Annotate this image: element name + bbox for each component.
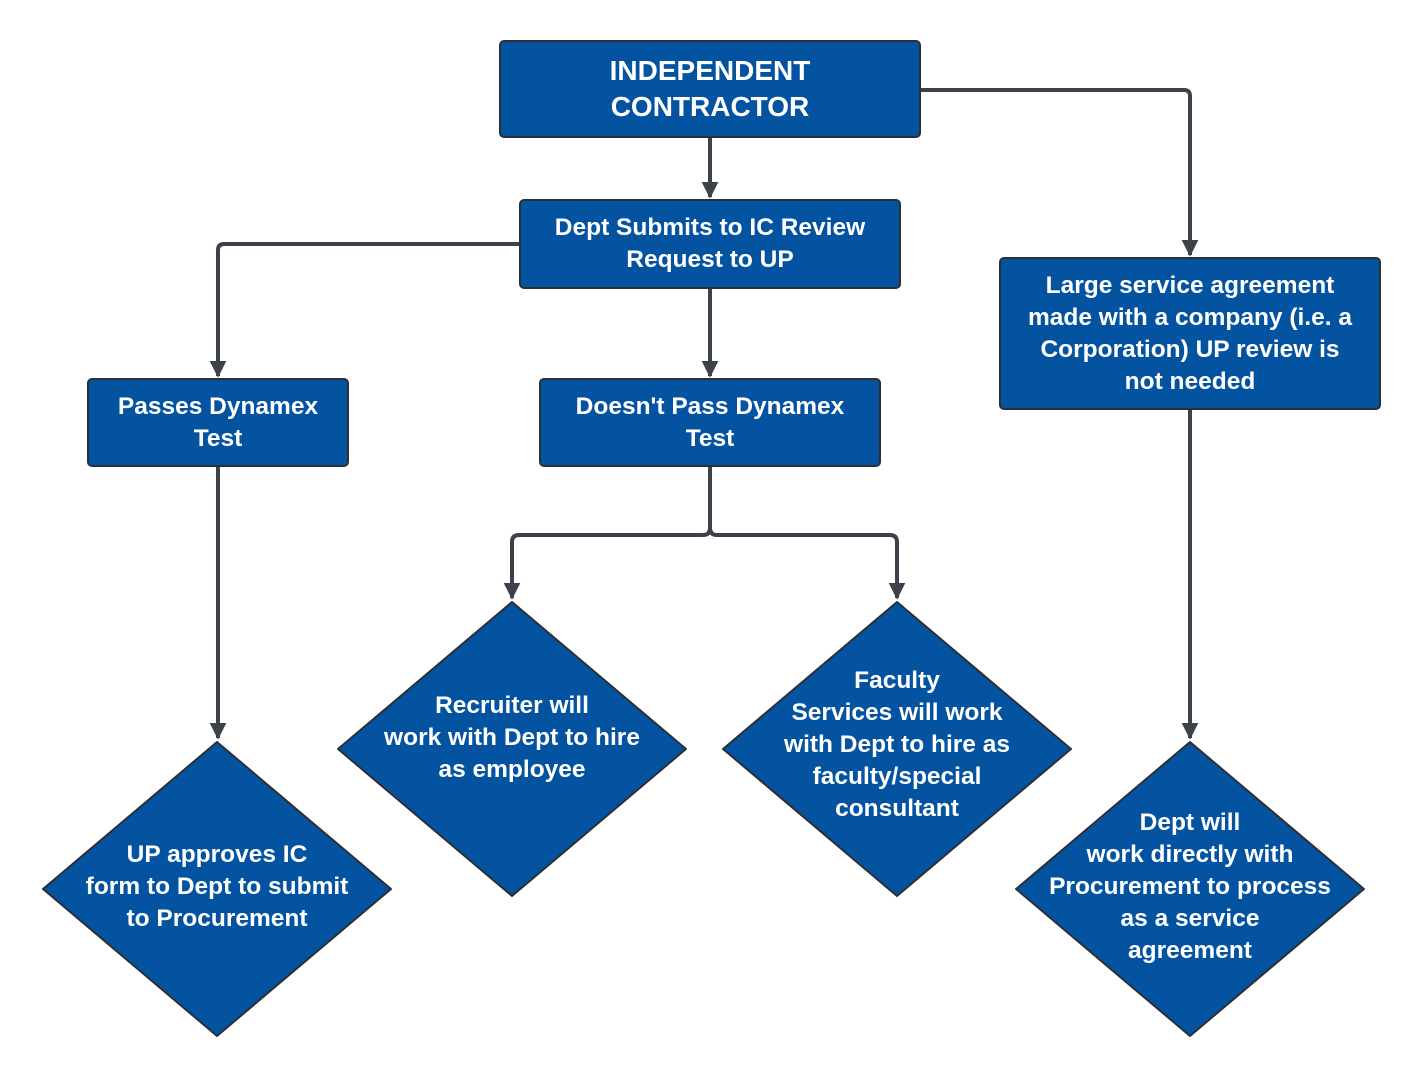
node-dept-submits-label: Dept Submits to IC Review Request to UP	[554, 214, 866, 273]
node-passes-dynamex-label: Passes Dynamex Test	[117, 392, 319, 452]
node-independent-contractor: INDEPENDENT CONTRACTOR	[499, 40, 921, 138]
node-dept-will: Dept will work directly with Procurement…	[1014, 740, 1366, 1038]
diamond-shape	[1015, 741, 1365, 1037]
node-faculty-services: Faculty Services will work with Dept to …	[721, 600, 1073, 898]
node-dept-will-label: Dept will work directly with Procurement…	[1049, 808, 1331, 964]
connector-root-to-large-service	[921, 88, 1199, 257]
node-dept-submits: Dept Submits to IC Review Request to UP	[519, 199, 901, 289]
node-up-approves: UP approves IC form to Dept to submit to…	[41, 740, 393, 1038]
node-independent-contractor-label: INDEPENDENT CONTRACTOR	[609, 55, 811, 122]
node-up-approves-label: UP approves IC form to Dept to submit to…	[85, 840, 349, 932]
node-recruiter-label: Recruiter will work with Dept to hire as…	[384, 692, 640, 783]
node-large-service-agreement: Large service agreement made with a comp…	[999, 257, 1381, 410]
node-faculty-services-label: Faculty Services will work with Dept to …	[784, 667, 1010, 822]
node-recruiter: Recruiter will work with Dept to hire as…	[336, 600, 688, 898]
node-doesnt-pass-dynamex-label: Doesn't Pass Dynamex Test	[575, 392, 845, 452]
connector-doesnt-pass-to-faculty	[708, 527, 906, 600]
connector-dept-to-passes	[209, 242, 519, 378]
diamond-shape	[722, 601, 1072, 897]
diamond-shape	[337, 601, 687, 897]
node-doesnt-pass-dynamex: Doesn't Pass Dynamex Test	[539, 378, 881, 467]
connector-doesnt-pass-to-recruiter	[503, 467, 712, 600]
node-large-service-agreement-label: Large service agreement made with a comp…	[1027, 271, 1353, 395]
node-passes-dynamex: Passes Dynamex Test	[87, 378, 349, 467]
diamond-shape	[42, 741, 392, 1037]
